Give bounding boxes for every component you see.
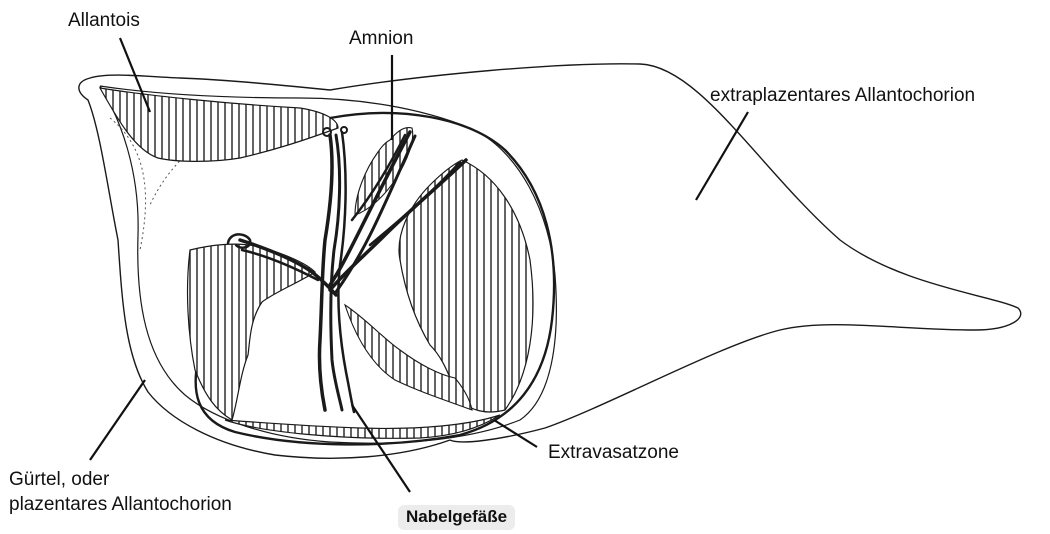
leader-guertel: [90, 380, 145, 460]
leader-extraplazentar: [696, 112, 748, 200]
label-extravasatzone: Extravasatzone: [548, 441, 679, 466]
leader-extravasatzone: [494, 420, 537, 447]
label-extraplacental-allantochorion: extraplazentares Allantochorion: [710, 84, 975, 109]
girdle-hatched-left: [188, 244, 315, 420]
label-allantois: Allantois: [68, 9, 140, 34]
leader-nabelgefaesse: [352, 405, 410, 492]
label-nabelgefaesse: Nabelgefäße: [398, 505, 515, 530]
label-guertel-line1: Gürtel, oder: [9, 468, 232, 493]
label-guertel: Gürtel, oder plazentares Allantochorion: [9, 468, 232, 517]
label-amnion: Amnion: [349, 27, 413, 52]
label-guertel-line2: plazentares Allantochorion: [9, 493, 232, 518]
